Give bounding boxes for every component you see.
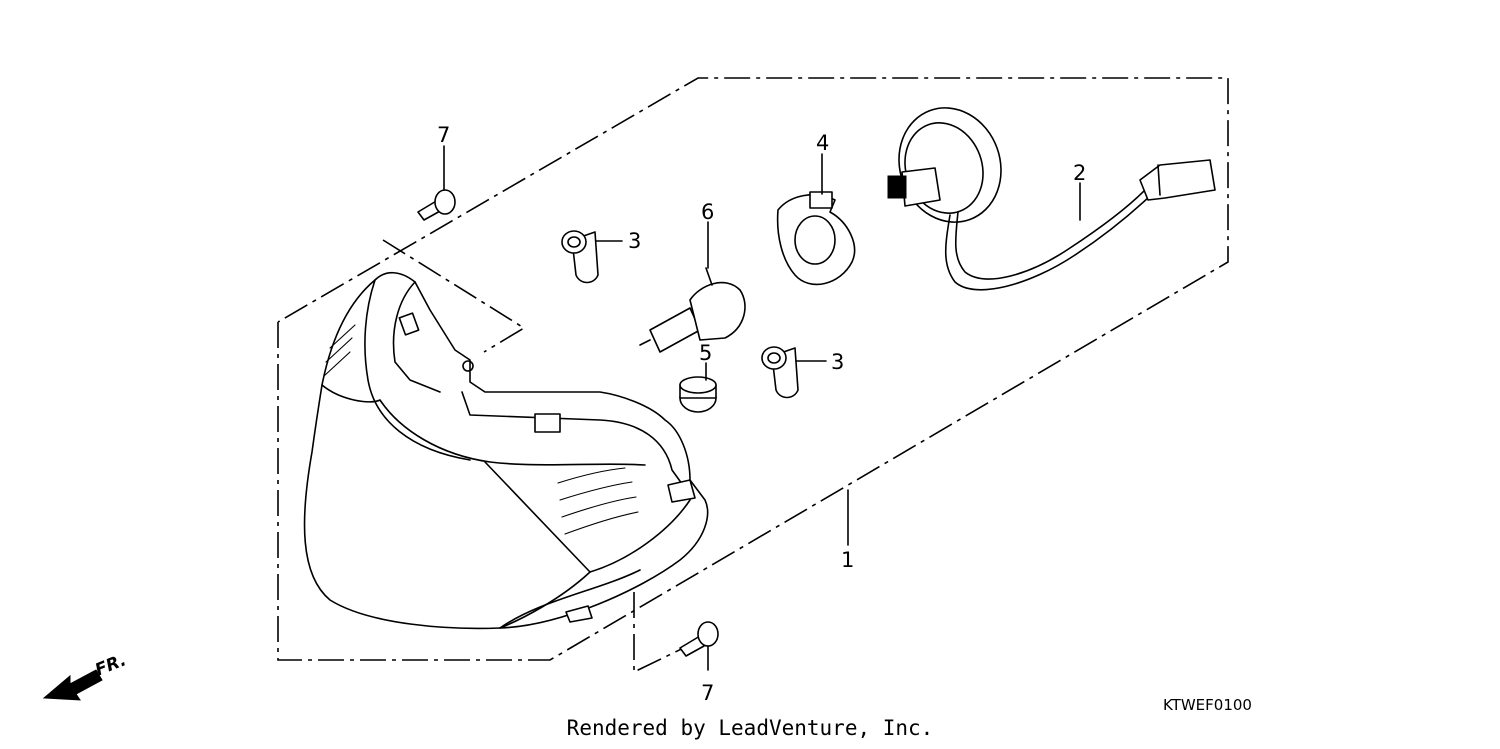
grommet-lower (761, 346, 799, 399)
callout-5: 5 (699, 341, 712, 365)
grommet-upper (561, 230, 599, 284)
callout-7-lower: 7 (701, 681, 714, 705)
render-credit: Rendered by LeadVenture, Inc. (566, 716, 934, 740)
screw-lower (679, 621, 719, 657)
position-bulb-cap (679, 376, 717, 413)
callout-1: 1 (841, 548, 854, 572)
callout-2: 2 (1073, 161, 1086, 185)
callout-6: 6 (701, 200, 714, 224)
callout-7-upper: 7 (437, 123, 450, 147)
leader-lines (443, 145, 1081, 671)
assembly-boundary (277, 77, 1229, 674)
front-direction-arrow-icon: FR. (42, 650, 129, 701)
diagram-code: KTWEF0100 (1163, 696, 1252, 714)
callout-3-upper: 3 (628, 229, 641, 253)
bulb-holder (776, 191, 856, 286)
socket-harness (887, 107, 1216, 291)
front-direction-label: FR. (92, 650, 129, 680)
headlight-bulb (639, 267, 746, 353)
callout-3-lower: 3 (831, 350, 844, 374)
callout-4: 4 (816, 131, 829, 155)
screw-upper (417, 189, 456, 221)
headlight-assembly (303, 271, 709, 630)
